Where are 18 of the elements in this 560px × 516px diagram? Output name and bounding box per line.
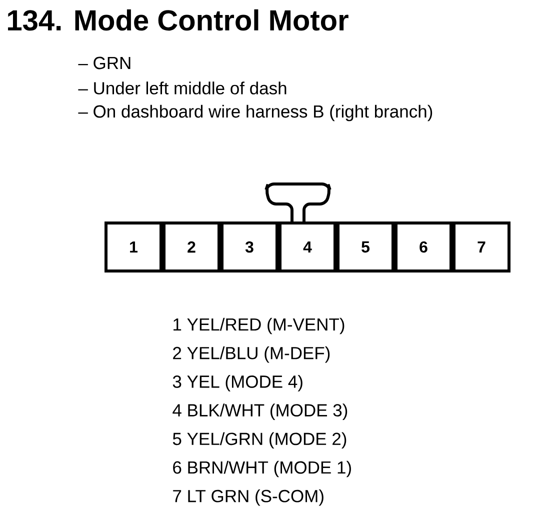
note: – Under left middle of dash <box>78 82 286 94</box>
pin-description: 5 YEL/GRN (MODE 2) <box>172 432 346 449</box>
note: – On dashboard wire harness B (right branch) <box>78 104 432 122</box>
pin-description: 2 YEL/BLU (M-DEF) <box>173 346 330 363</box>
note: – GRN <box>78 56 130 70</box>
pin-cell: 5 <box>336 222 394 272</box>
pin-cell: 1 <box>104 222 162 272</box>
title: 134. Mode Control Motor <box>8 9 348 31</box>
pin-cell: 6 <box>394 222 452 272</box>
pin-cell: 4 <box>278 222 336 272</box>
pin-cell: 7 <box>452 222 510 272</box>
pin-description: 3 YEL (MODE 4) <box>172 375 302 392</box>
pin-description: 1 YEL/RED (M-VENT) <box>174 318 344 334</box>
pin-description: 4 BLK/WHT (MODE 3) <box>172 404 348 420</box>
pin-cell: 3 <box>220 222 278 272</box>
pin-description: 6 BRN/WHT (MODE 1) <box>173 460 351 478</box>
pin-cell: 2 <box>162 222 220 272</box>
pin-description: 7 LT GRN (S-COM) <box>173 489 324 506</box>
